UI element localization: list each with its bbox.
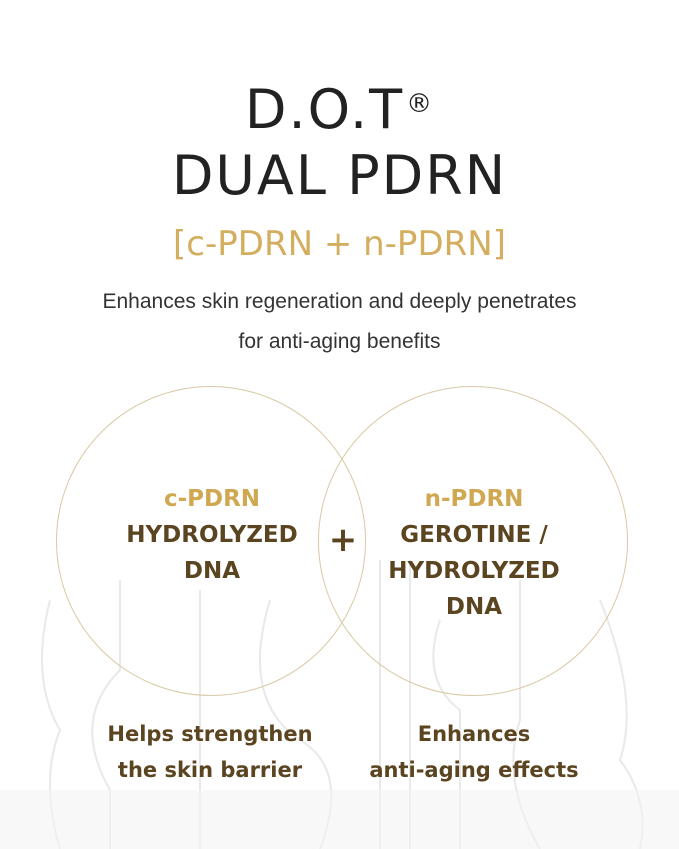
n-pdrn-circle: n-PDRN GEROTINE / HYDROLYZED DNA bbox=[318, 386, 628, 696]
description-line-1: Enhances skin regeneration and deeply pe… bbox=[102, 290, 577, 313]
n-pdrn-name-line-1: GEROTINE / bbox=[400, 522, 548, 548]
c-pdrn-name-line-1: HYDROLYZED bbox=[126, 522, 298, 548]
registered-mark: ® bbox=[406, 89, 435, 119]
product-line-title: DUAL PDRN bbox=[171, 144, 508, 207]
c-pdrn-benefit: Helps strengthen the skin barrier bbox=[40, 716, 380, 788]
composition-subtitle: [c-PDRN + n-PDRN] bbox=[173, 224, 506, 264]
c-pdrn-name-line-2: DNA bbox=[183, 558, 241, 584]
c-pdrn-benefit-line-1: Helps strengthen bbox=[107, 722, 313, 746]
n-pdrn-label-group: n-PDRN GEROTINE / HYDROLYZED DNA bbox=[319, 481, 629, 625]
n-pdrn-name-line-3: DNA bbox=[445, 594, 503, 620]
product-description: Enhances skin regeneration and deeply pe… bbox=[0, 282, 679, 362]
n-pdrn-tag: n-PDRN bbox=[424, 486, 524, 512]
brand-title: D.O.T® bbox=[244, 78, 435, 141]
c-pdrn-tag: c-PDRN bbox=[163, 486, 261, 512]
c-pdrn-label-group: c-PDRN HYDROLYZED DNA bbox=[57, 481, 367, 589]
n-pdrn-name-line-2: HYDROLYZED bbox=[388, 558, 560, 584]
plus-icon: + bbox=[328, 520, 358, 560]
n-pdrn-benefit-line-2: anti-aging effects bbox=[369, 758, 579, 782]
c-pdrn-benefit-line-2: the skin barrier bbox=[117, 758, 303, 782]
description-line-2: for anti-aging benefits bbox=[238, 330, 441, 353]
n-pdrn-benefit: Enhances anti-aging effects bbox=[304, 716, 644, 788]
n-pdrn-benefit-line-1: Enhances bbox=[417, 722, 531, 746]
